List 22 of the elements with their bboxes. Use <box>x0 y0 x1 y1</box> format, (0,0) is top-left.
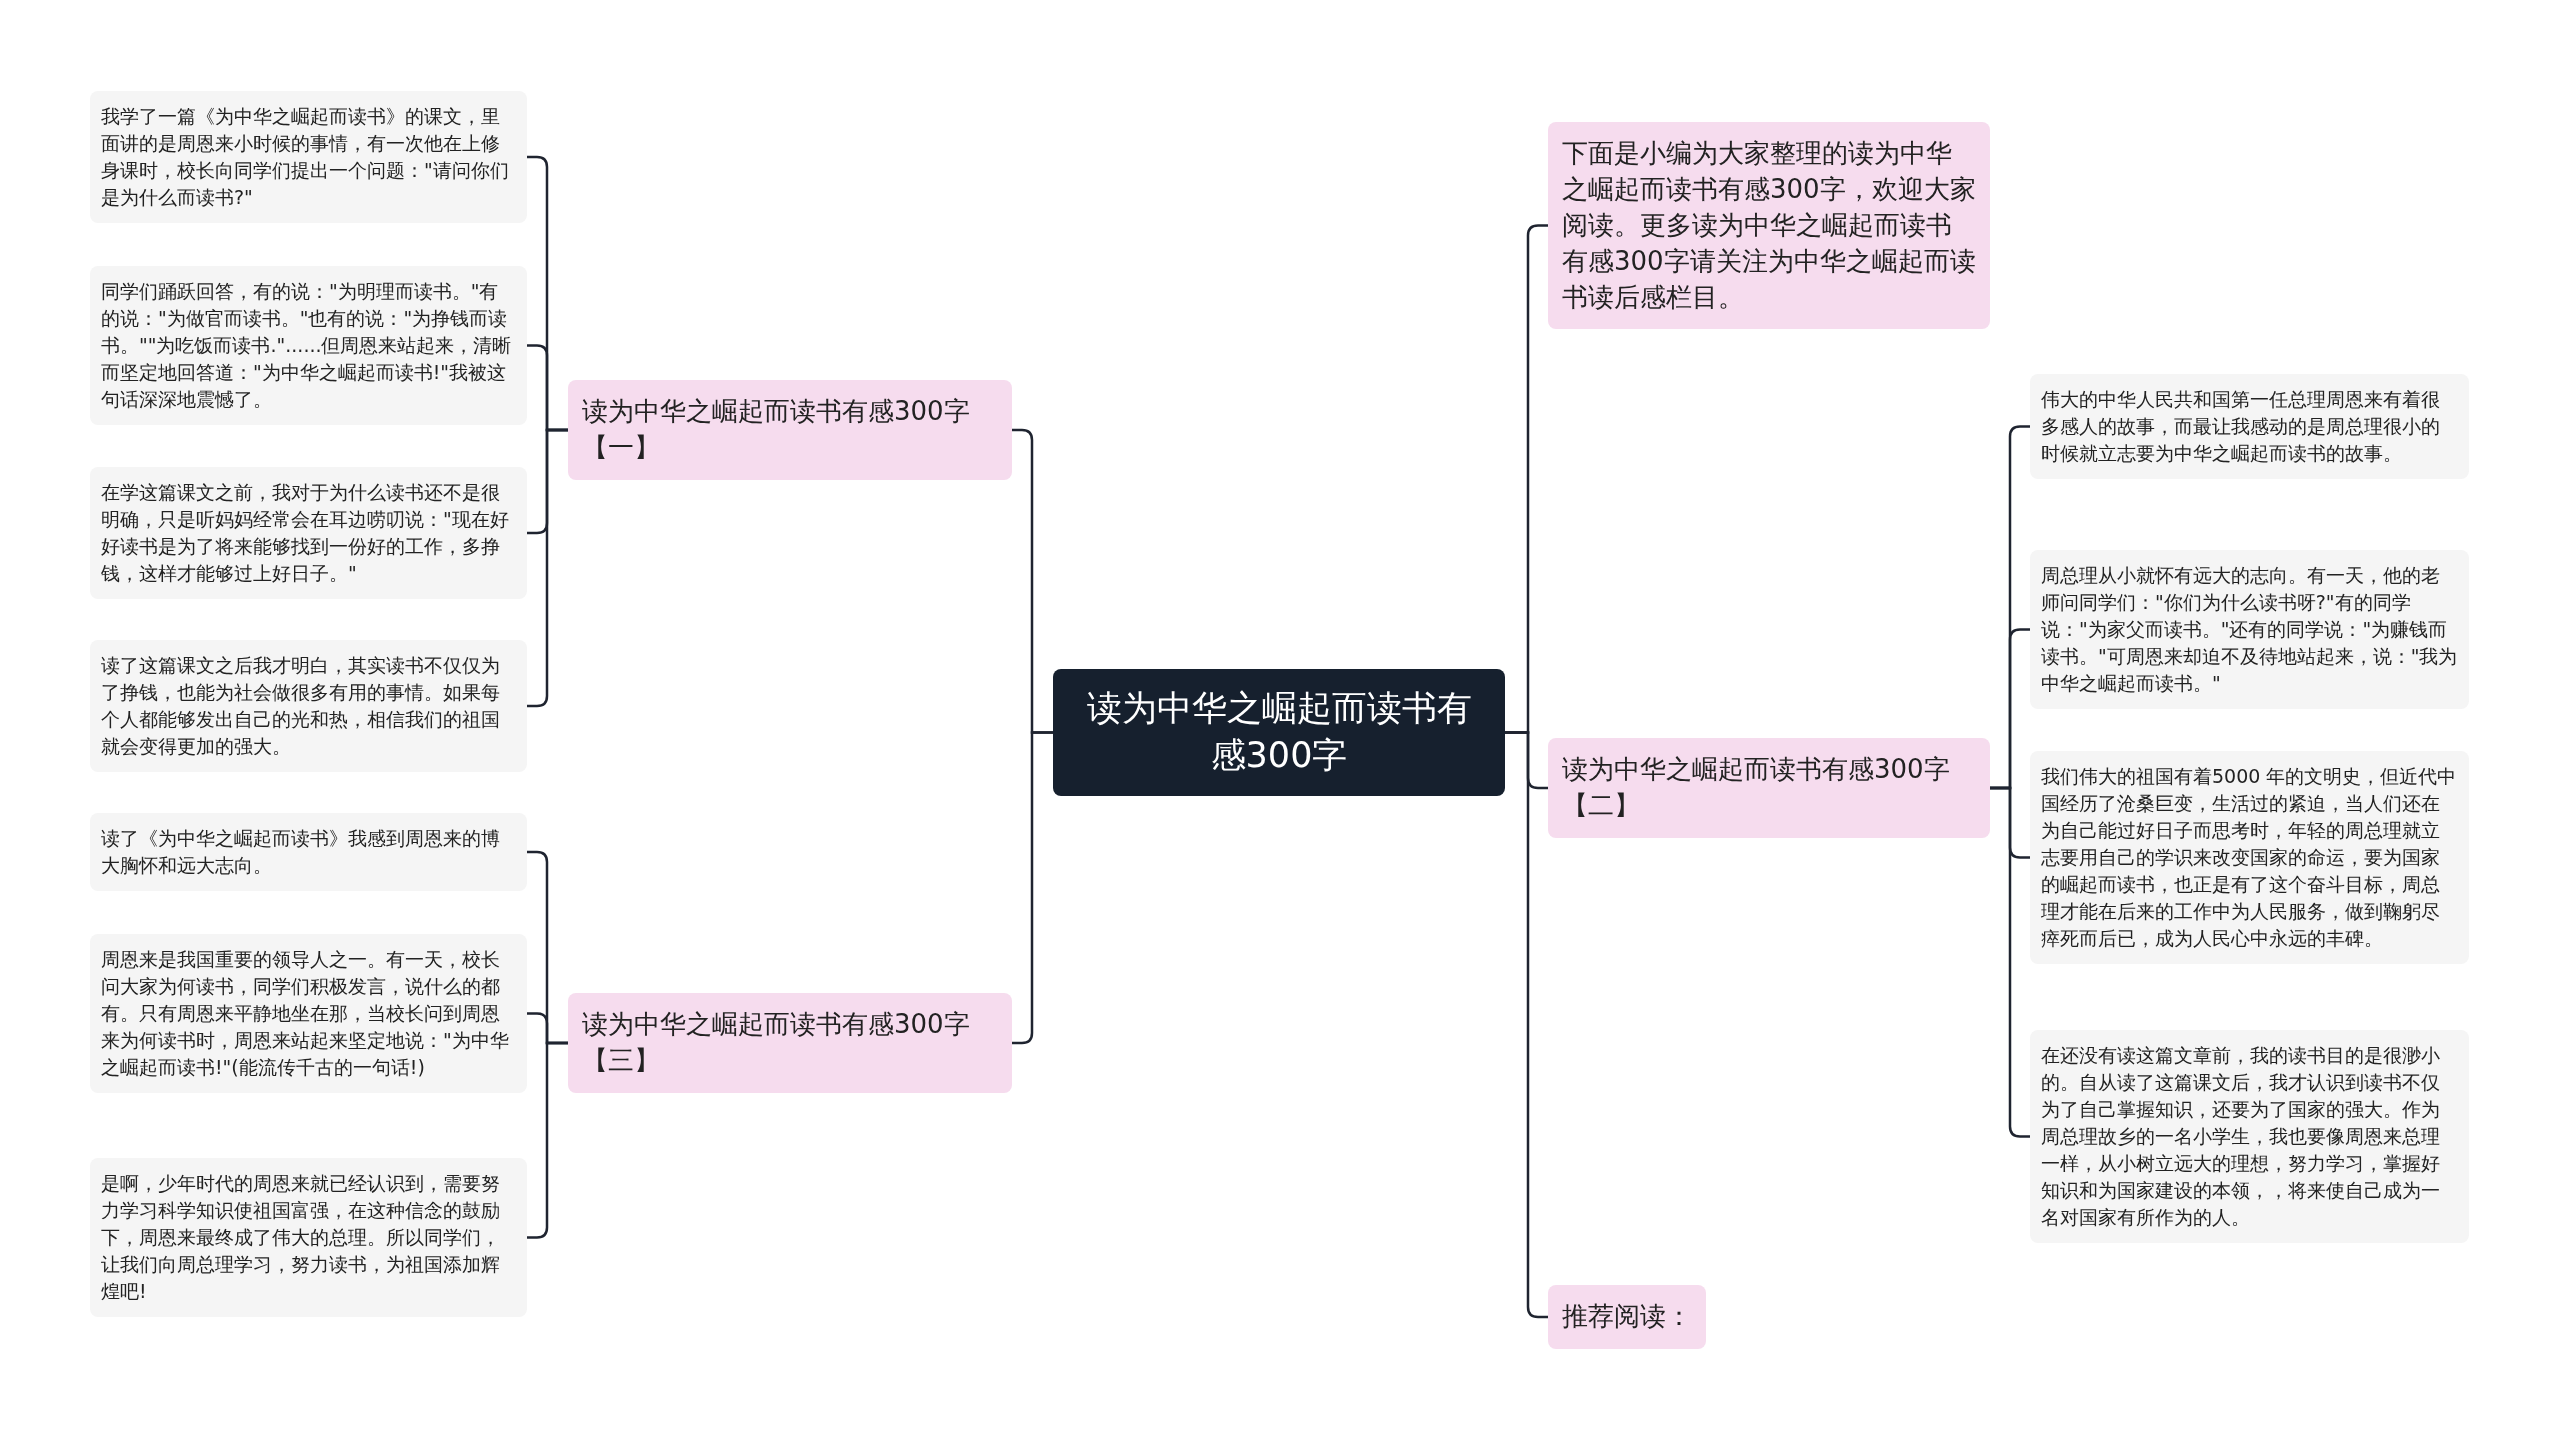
topic-box: 读为中华之崛起而读书有感300字【二】 <box>1548 738 1990 838</box>
note-box: 周恩来是我国重要的领导人之一。有一天，校长问大家为何读书，同学们积极发言，说什么的都有。只有周恩来平静地坐在那，当校长问到周恩来为何读书时，周恩来站起来坚定地说："为中华之崛起而读书!"(能流传千古的一句话!) <box>90 934 527 1093</box>
central-topic-box: 读为中华之崛起而读书有感300字 <box>1053 669 1505 796</box>
note-box: 我们伟大的祖国有着5000 年的文明史，但近代中国经历了沧桑巨变，生活过的紧迫，当人们还在为自己能过好日子而思考时，年轻的周总理就立志要用自己的学识来改变国家的命运，要为国家的崛起而读书，也正是有了这个奋斗目标，周总理才能在后来的工作中为人民服务，做到鞠躬尽瘁死而后已，成为人民心中永远的丰碑。 <box>2030 751 2469 964</box>
connector-line <box>1990 786 2030 1138</box>
connector-line <box>1012 731 1053 1045</box>
note-box: 我学了一篇《为中华之崛起而读书》的课文，里面讲的是周恩来小时候的事情，有一次他在上修身课时，校长向同学们提出一个问题："请问你们是为什么而读书?" <box>90 91 527 223</box>
topic-box: 读为中华之崛起而读书有感300字【三】 <box>568 993 1012 1093</box>
connector-line <box>1505 731 1548 1319</box>
note-box: 同学们踊跃回答，有的说："为明理而读书。"有的说："为做官而读书。"也有的说："为挣钱而读书。""为吃饭而读书."......但周恩来站起来，清晰而坚定地回答道："为中华之崛起而读书!"我被这句话深深地震憾了。 <box>90 266 527 425</box>
note-box: 在还没有读这篇文章前，我的读书目的是很渺小的。自从读了这篇课文后，我才认识到读书不仅为了自己掌握知识，还要为了国家的强大。作为周总理故乡的一名小学生，我也要像周恩来总理一样，从小树立远大的理想，努力学习，掌握好知识和为国家建设的本领，，将来使自己成为一名对国家有所作为的人。 <box>2030 1030 2469 1243</box>
topic-box: 下面是小编为大家整理的读为中华之崛起而读书有感300字，欢迎大家阅读。更多读为中华之崛起而读书有感300字请关注为中华之崛起而读书读后感栏目。 <box>1548 122 1990 330</box>
note-box: 读了这篇课文之后我才明白，其实读书不仅仅为了挣钱，也能为社会做很多有用的事情。如果每个人都能够发出自己的光和热，相信我们的祖国就会变得更加的强大。 <box>90 640 527 772</box>
note-box: 在学这篇课文之前，我对于为什么读书还不是很明确，只是听妈妈经常会在耳边唠叨说："现在好好读书是为了将来能够找到一份好的工作，多挣钱，这样才能够过上好日子。" <box>90 467 527 599</box>
topic-box: 读为中华之崛起而读书有感300字【一】 <box>568 380 1012 480</box>
connector-line <box>527 1041 568 1239</box>
note-box: 周总理从小就怀有远大的志向。有一天，他的老师问同学们："你们为什么读书呀?"有的同学说："为家父而读书。"还有的同学说："为赚钱而读书。"可周恩来却迫不及待地站起来，说："我为中华之崛起而读书。" <box>2030 550 2469 709</box>
topic-box: 推荐阅读： <box>1548 1285 1706 1349</box>
connector-line <box>527 428 568 708</box>
note-box: 伟大的中华人民共和国第一任总理周恩来有着很多感人的故事，而最让我感动的是周总理很小的时候就立志要为中华之崛起而读书的故事。 <box>2030 374 2469 479</box>
note-box: 读了《为中华之崛起而读书》我感到周恩来的博大胸怀和远大志向。 <box>90 813 527 891</box>
note-box: 是啊，少年时代的周恩来就已经认识到，需要努力学习科学知识使祖国富强，在这种信念的鼓励下，周恩来最终成了伟大的总理。所以同学们，让我们向周总理学习，努力读书，为祖国添加辉煌吧! <box>90 1158 527 1317</box>
